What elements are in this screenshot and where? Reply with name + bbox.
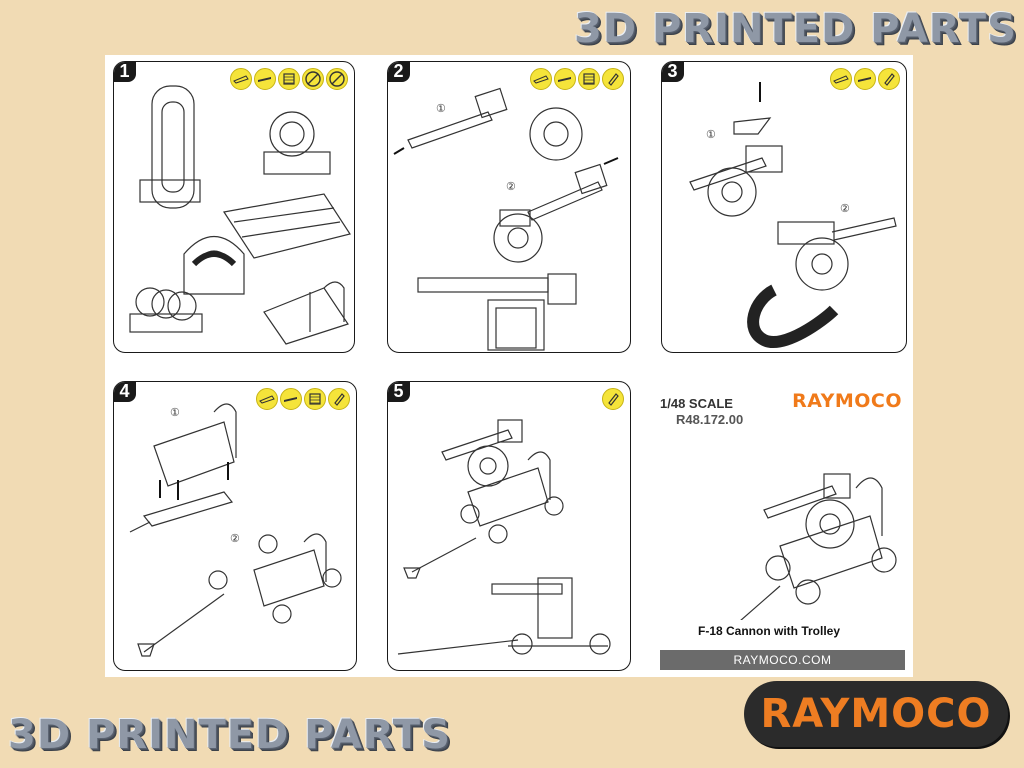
step-4-label-2: ② <box>230 533 240 545</box>
tool-icons-4 <box>256 388 350 410</box>
step-5-final-drawing <box>397 419 611 655</box>
step-panel-4: ① ② 4 <box>113 381 357 671</box>
tool-icons-2 <box>530 68 624 90</box>
website-link[interactable]: RAYMOCO.COM <box>660 650 905 670</box>
scale-label: 1/48 SCALE <box>660 396 733 411</box>
step-1-parts-drawing <box>129 85 351 345</box>
logo-text: RAYMOCO <box>760 691 992 737</box>
no-drill-icon <box>302 68 324 90</box>
raymoco-logo: RAYMOCO <box>744 681 1008 747</box>
step-4-trolley-drawing: ① ② <box>129 403 342 657</box>
step-2-label-2: ② <box>506 181 516 193</box>
step-number-4: 4 <box>114 382 136 402</box>
step-panel-3: ① ② 3 <box>661 61 907 353</box>
knife-icon <box>256 388 278 410</box>
product-code: R48.172.00 <box>676 412 744 427</box>
glue-icon <box>602 388 624 410</box>
step-panel-1: 1 <box>113 61 355 353</box>
sandpaper-icon <box>278 68 300 90</box>
finished-model-drawing <box>740 473 897 620</box>
step-panel-2: ① ② 2 <box>387 61 631 353</box>
knife-icon <box>230 68 252 90</box>
step-panel-5: 5 <box>387 381 631 671</box>
knife-icon <box>530 68 552 90</box>
file-icon <box>254 68 276 90</box>
step-number-3: 3 <box>662 62 684 82</box>
step-2-label-1: ① <box>436 103 446 115</box>
file-icon <box>854 68 876 90</box>
tool-icons-1 <box>230 68 348 90</box>
step-3-label-2: ② <box>840 203 850 215</box>
glue-icon <box>602 68 624 90</box>
step-4-label-1: ① <box>170 407 180 419</box>
tool-icons-5 <box>602 388 624 410</box>
product-info: 1/48 SCALE R48.172.00 RAYMOCO F-18 Canno… <box>660 380 908 672</box>
banner-title-top: 3D PRINTED PARTS <box>574 6 1017 52</box>
model-caption: F-18 Cannon with Trolley <box>698 624 841 638</box>
file-icon <box>554 68 576 90</box>
brand-name: RAYMOCO <box>792 390 902 412</box>
step-number-5: 5 <box>388 382 410 402</box>
instruction-sheet: 1 ① ② 2 <box>105 55 913 677</box>
glue-icon <box>328 388 350 410</box>
step-3-label-1: ① <box>706 129 716 141</box>
file-icon <box>280 388 302 410</box>
step-number-1: 1 <box>114 62 136 82</box>
step-number-2: 2 <box>388 62 410 82</box>
sandpaper-icon <box>578 68 600 90</box>
sandpaper-icon <box>304 388 326 410</box>
tool-icons-3 <box>830 68 900 90</box>
no-glue-icon <box>326 68 348 90</box>
glue-icon <box>878 68 900 90</box>
knife-icon <box>830 68 852 90</box>
step-3-assembly-drawing: ① ② <box>689 82 897 348</box>
step-2-cannon-drawing: ① ② <box>393 87 619 351</box>
banner-title-bottom: 3D PRINTED PARTS <box>8 712 451 758</box>
